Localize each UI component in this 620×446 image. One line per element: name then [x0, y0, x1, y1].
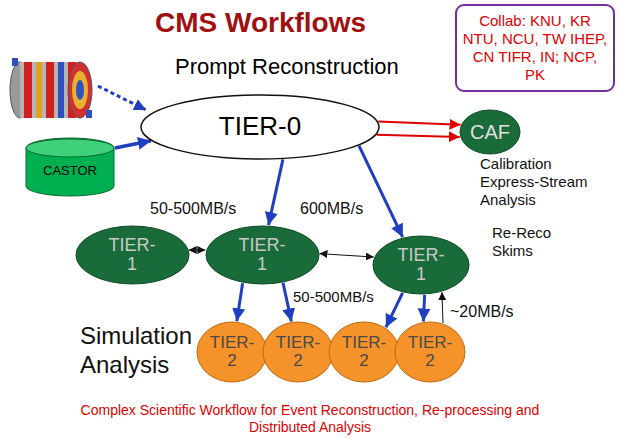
flow-arrow: [319, 254, 373, 257]
caf-ellipse: CAF: [459, 109, 521, 155]
node-text: CASTOR: [43, 155, 97, 179]
tier1-ellipse: TIER-1: [372, 235, 470, 295]
node-text: TIER-2: [342, 334, 386, 370]
caption: Complex Scientific Workflow for Event Re…: [60, 402, 560, 436]
node-text: TIER-2: [210, 334, 254, 370]
rate-label: 600MB/s: [300, 199, 363, 218]
tier2-ellipse: TIER-2: [328, 321, 400, 383]
tier2-ellipse: TIER-2: [196, 321, 268, 383]
tier1-ellipse: TIER-1: [75, 225, 190, 285]
flow-arrow: [269, 159, 283, 225]
tier1-ellipse: TIER-1: [205, 225, 320, 285]
node-text: TIER-0: [219, 111, 301, 142]
data-flow-arrow: [98, 86, 146, 110]
flow-arrow: [283, 283, 291, 322]
cms-detector: [10, 58, 92, 118]
node-text: TIER-1: [398, 246, 445, 284]
stage-heading: Prompt Reconstruction: [175, 54, 399, 80]
rate-label: ~20MB/s: [450, 302, 514, 321]
stage-heading: Simulation Analysis: [80, 322, 205, 380]
node-text: Collab: KNU, KR NTU, NCU, TW IHEP, CN TI…: [461, 12, 609, 84]
flow-arrow: [377, 135, 460, 137]
flow-arrow: [115, 141, 151, 148]
node-text: TIER-2: [408, 334, 452, 370]
node-text: CAF: [470, 120, 510, 144]
title: CMS Workflows: [155, 6, 366, 40]
node-text: TIER-2: [276, 334, 320, 370]
flow-arrow: [423, 295, 424, 322]
flow-arrow: [189, 250, 206, 251]
rate-label: 50-500MB/s: [293, 288, 374, 306]
castor-cylinder: CASTOR: [25, 138, 115, 196]
tier0-ellipse: TIER-0: [140, 94, 380, 160]
collab-box: Collab: KNU, KR NTU, NCU, TW IHEP, CN TI…: [455, 4, 615, 92]
tier2-ellipse: TIER-2: [262, 321, 334, 383]
tier2-ellipse: TIER-2: [394, 321, 466, 383]
flow-arrow: [386, 293, 403, 328]
flow-arrow: [442, 292, 443, 323]
flow-arrow: [237, 283, 243, 321]
note-text: Re-Reco Skims: [492, 224, 556, 260]
note-text: Calibration Express-Stream Analysis: [480, 155, 610, 209]
node-text: TIER-1: [109, 236, 156, 274]
flow-arrow: [378, 121, 460, 124]
flow-arrow: [359, 146, 403, 237]
node-text: TIER-1: [239, 236, 286, 274]
rate-label: 50-500MB/s: [150, 199, 236, 218]
